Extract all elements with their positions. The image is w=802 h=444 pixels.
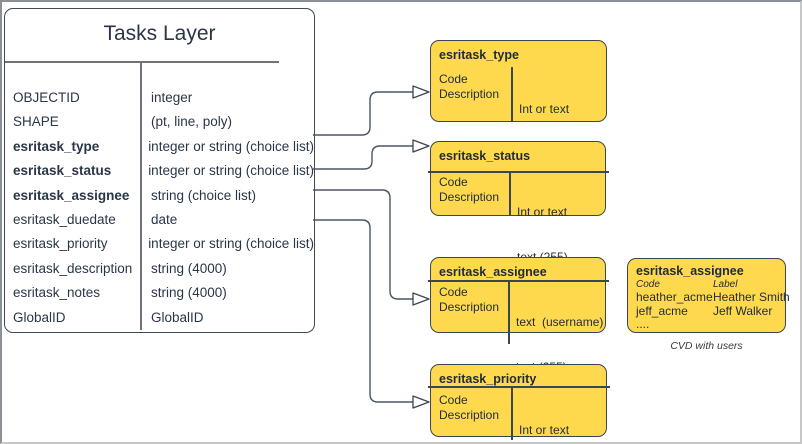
cell-divider-line [509, 171, 511, 215]
cvd-code: heather_acme [636, 290, 713, 304]
field-row: GlobalID GlobalID [5, 306, 314, 330]
field-name: esritask_assignee [13, 187, 130, 203]
choice-table-fields: Code Description [431, 175, 509, 295]
cvd-column-headers: Code Label [636, 279, 785, 291]
field-name: esritask_duedate [13, 211, 116, 227]
choice-table-fields: Code Description [431, 285, 508, 405]
field-type: string (4000) [151, 285, 227, 301]
field-type: integer or string (choice list) [148, 236, 314, 252]
field-type: (pt, line, poly) [151, 114, 233, 130]
field-label: Description [439, 300, 500, 314]
field-row: SHAPE (pt, line, poly) [5, 110, 314, 134]
field-row: esritask_type integer or string (choice … [5, 135, 314, 159]
cvd-col-header-code: Code [636, 279, 660, 290]
field-row: esritask_notes string (4000) [5, 281, 314, 305]
connector-esritask-assignee [313, 189, 413, 300]
field-type: integer or string (choice list) [148, 163, 314, 179]
arrowhead-icon [412, 292, 430, 306]
field-row: esritask_description string (4000) [5, 257, 314, 281]
title-separator-line [5, 61, 279, 63]
field-label: Description [439, 87, 500, 101]
choice-table-title: esritask_assignee [439, 265, 547, 279]
field-name: esritask_description [13, 260, 133, 276]
field-type: integer or string (choice list) [148, 138, 314, 154]
choice-table-types: Int or text text (255) [511, 393, 570, 442]
choice-table-esritask-type: esritask_type Code Description Int or te… [430, 40, 607, 161]
cvd-code: .... [636, 317, 650, 331]
type-label: text (username) [516, 315, 604, 329]
field-row: esritask_priority integer or string (cho… [5, 232, 314, 256]
choice-table-esritask-assignee: esritask_assignee Code Description text … [428, 257, 609, 374]
type-label: Int or text [519, 102, 570, 116]
field-label: Code [439, 175, 468, 189]
field-name: SHAPE [13, 114, 59, 130]
connector-esritask-priority [313, 219, 413, 403]
cell-divider-line [511, 67, 513, 121]
choice-table-title: esritask_status [439, 149, 531, 163]
field-type: string (choice list) [151, 187, 257, 203]
arrowhead-icon [412, 85, 430, 99]
connector-esritask-status [313, 145, 413, 170]
field-name: esritask_notes [13, 285, 101, 301]
cvd-table-esritask-assignee: esritask_assignee Code Label heather_acm… [627, 258, 790, 333]
tasks-layer-entity: Tasks Layer OBJECTID integer SHAPE (pt, … [4, 8, 315, 333]
field-row: OBJECTID integer [5, 86, 314, 110]
field-label: Code [439, 72, 468, 86]
choice-table-title: esritask_type [439, 48, 519, 62]
field-name: esritask_priority [13, 236, 108, 252]
header-separator-line [428, 171, 609, 173]
cvd-row: jeff_acme Jeff Walker [636, 303, 785, 319]
choice-table-esritask-priority: esritask_priority Code Description Int o… [428, 364, 610, 440]
header-separator-line [428, 280, 609, 282]
field-name: esritask_type [13, 138, 100, 154]
cvd-caption: CVD with users [670, 340, 743, 352]
choice-table-fields: Code Description [431, 393, 511, 442]
tasks-layer-title: Tasks Layer [103, 22, 216, 45]
column-divider-line [140, 62, 142, 330]
field-type: string (4000) [151, 260, 227, 276]
cvd-code: jeff_acme [636, 303, 688, 318]
cvd-col-header-label: Label [713, 279, 738, 290]
field-label: Description [439, 190, 500, 204]
cell-divider-line [511, 386, 513, 440]
field-name: esritask_status [13, 163, 112, 179]
field-row: esritask_assignee string (choice list) [5, 184, 314, 208]
field-name: OBJECTID [13, 90, 80, 105]
cvd-label: Jeff Walker [713, 303, 773, 318]
field-name: GlobalID [13, 309, 66, 325]
choice-table-body: Code Description Int or text text (255) [431, 393, 606, 442]
field-label: Description [439, 408, 500, 422]
cvd-table-title: esritask_assignee [636, 264, 744, 278]
field-label: Code [439, 393, 468, 407]
choice-table-fields: Code Description [431, 72, 511, 192]
field-row: esritask_status integer or string (choic… [5, 159, 314, 183]
cvd-row: .... [636, 317, 785, 332]
cell-divider-line [508, 280, 510, 344]
cvd-label: Heather Smith [713, 290, 790, 304]
arrowhead-icon [412, 395, 430, 409]
field-label: Code [439, 285, 468, 299]
type-label: Int or text [519, 423, 570, 437]
tasks-layer-field-list: OBJECTID integer SHAPE (pt, line, poly) … [5, 86, 314, 330]
connector-esritask-type [313, 91, 413, 136]
arrowhead-icon [412, 139, 430, 153]
header-separator-line [428, 386, 610, 388]
field-type: GlobalID [151, 309, 204, 325]
choice-table-title: esritask_priority [439, 372, 537, 386]
field-type: integer [151, 90, 193, 105]
choice-table-esritask-status: esritask_status Code Description Int or … [428, 141, 609, 264]
field-type: date [151, 211, 178, 227]
field-row: esritask_duedate date [5, 208, 314, 232]
type-label: Int or text [517, 205, 568, 219]
cvd-row: heather_acme Heather Smith [636, 290, 790, 305]
